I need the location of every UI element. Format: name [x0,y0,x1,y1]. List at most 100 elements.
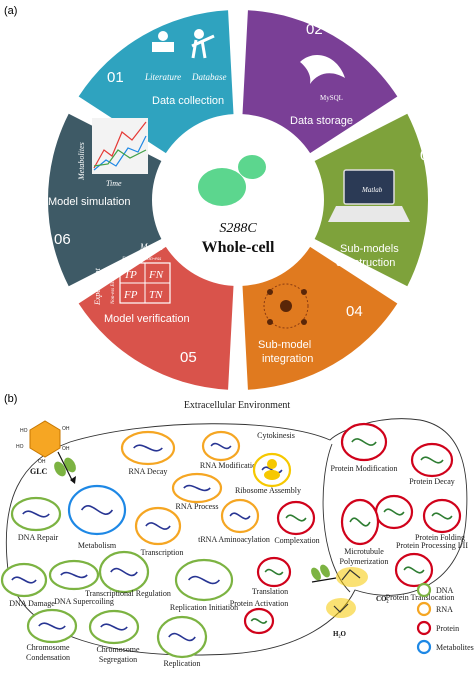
miner-icon [191,29,215,59]
yeast-bud-icon [238,155,266,179]
ribosome-small-subunit-icon [267,459,277,469]
protein-translocation-molecule-icon [403,566,425,574]
trna-aminoacylation-label: tRNA Aminoacylation [198,535,270,544]
dna-damage-molecule-icon [11,576,37,584]
seg-04-integration [242,246,398,390]
legend-label: DNA [436,586,454,595]
legend-swatch [416,620,432,636]
panel-b-label: (b) [4,393,17,405]
node-protein-decay: Protein Decay [409,442,455,486]
matrix-cols: Essential Non-ess [121,256,161,262]
ribosome-large-subunit-icon [264,470,280,480]
protein-translocation-label: Protein Translocation [386,593,455,602]
svg-text:OH: OH [38,459,46,465]
node-translation: Translation [252,556,292,596]
cytokinesis-label: Cytokinesis [257,431,295,440]
node-rna-modification: RNA Modification [200,430,260,470]
seg-06-number: 06 [54,231,71,248]
export-transporter-icon [311,564,337,583]
strain-name: S288C [219,221,257,236]
node-replication: Replication [156,615,208,668]
laptop-icon [328,169,410,222]
matrix-fp: FP [123,289,138,301]
complexation-label: Complexation [274,536,319,545]
replication-initiation-molecule-icon [187,575,221,585]
protein-decay-molecule-icon [420,456,444,464]
matrix-title: Model [139,242,163,252]
seg-05-number: 05 [180,349,197,366]
node-trna-aminoacylation: tRNA Aminoacylation [198,498,270,544]
confusion-matrix [119,262,171,304]
protein-modification-molecule-icon [351,438,377,446]
microtubule-polymerization-label-2: Polymerization [340,557,389,566]
seg-03-matlab: Matlab [361,186,383,194]
seg-02-label: Data storage [290,115,353,127]
replication-molecule-icon [168,632,196,642]
matrix-rows: Non-ess Essential [111,268,116,305]
replication-initiation-label: Replication Initiation [170,603,238,612]
seg-04-label-2: integration [262,353,313,365]
chromosome-condensation-label-1: Chromosome [26,643,70,652]
legend-item-dna: DNA [416,582,454,598]
svg-text:HO: HO [20,428,28,434]
dna-supercoiling-label: DNA Supercoiling [54,597,114,606]
node-transcription: Transcription [134,506,183,557]
book-icon [152,31,174,52]
center-cell: S288C Whole-cell [156,118,320,282]
seg-05-verification [78,246,234,390]
transcription-molecule-icon [145,522,171,530]
rna-process-label: RNA Process [176,502,219,511]
legend-item-protein: Protein [416,620,459,636]
extracellular-title: Extracellular Environment [184,400,291,411]
glc-label: GLC [30,467,48,476]
co2-glow [336,567,368,587]
node-metabolism: Metabolism [67,484,127,550]
svg-text:OH: OH [62,446,70,452]
svg-text:HO: HO [16,444,24,450]
node-dna-damage: DNA Damage [0,562,55,608]
node-rna-process: RNA Process [171,472,223,511]
translation-label: Translation [252,587,288,596]
node-transcriptional-regulation: Transcriptional Regulation [85,550,171,598]
glucose-transporter-icon [54,451,76,484]
h2o-glow [326,598,356,618]
seg-03-label-2: construction [336,257,395,269]
protein-folding-molecule-icon [431,512,453,520]
node-rna-decay: RNA Decay [120,430,176,476]
legend-label: Metabolites [436,643,474,652]
seg-02-mysql: MySQL [320,94,343,102]
seg-04-label-1: Sub-model [258,339,311,351]
metabolism-label: Metabolism [78,541,117,550]
microtubule-polymerization-label-1: Microtubule [344,547,384,556]
yeast-cell-icon [198,168,246,206]
chromosome-segregation-label-1: Chromosome [96,645,140,654]
seg-06-label: Model simulation [48,196,131,208]
seg-03-label-1: Sub-models [340,243,399,255]
seg-01-literature: Literature [144,72,181,82]
node-protein-activation: Protein Activation [230,599,288,635]
co2-label: CO₂ [376,595,389,603]
protein-folding-label: Protein Folding [415,533,465,542]
dna-damage-label: DNA Damage [9,599,55,608]
seg-02-data-storage [242,10,398,154]
chromosome-condensation-molecule-icon [38,622,66,630]
node-dna-supercoiling: DNA Supercoiling [48,559,114,606]
seg-06-time: Time [106,179,122,188]
protein-activation-label: Protein Activation [230,599,288,608]
rna-process-molecule-icon [183,484,211,492]
legend-item-rna: RNA [416,601,453,617]
metabolism-molecule-icon [80,505,114,515]
legend-swatch [416,639,432,655]
seg-04-number: 04 [346,303,363,320]
seg-05-label: Model verification [104,313,190,325]
chromosome-segregation-molecule-icon [100,623,128,631]
translation-molecule-icon [264,568,284,576]
node-dna-repair: DNA Repair [10,496,62,542]
node-protein-translocation: Protein Translocation [386,552,455,602]
panel-a-label: (a) [4,5,17,17]
dolphin-icon [300,55,345,84]
